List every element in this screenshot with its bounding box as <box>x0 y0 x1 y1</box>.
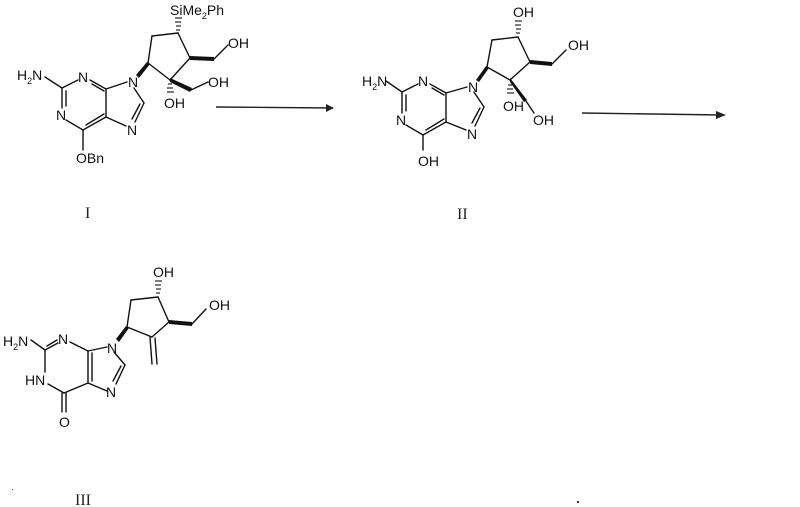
hydroxymethyl-oh-label: OH <box>209 297 230 313</box>
scan-speck <box>577 501 579 503</box>
obn-label: OBn <box>76 150 104 166</box>
amine-label: H2N <box>17 67 42 86</box>
hashed-bond <box>175 17 182 31</box>
quat-hydroxymethyl-oh-label: OH <box>533 112 554 128</box>
quat-hydroxymethyl-oh-label: OH <box>208 74 229 90</box>
quat-oh-label: OH <box>503 98 524 114</box>
amine-label: H2N <box>362 73 387 92</box>
hydroxymethyl-oh-label: OH <box>228 35 249 51</box>
scan-speck <box>12 489 13 490</box>
carbonyl-o-label: O <box>59 414 70 430</box>
n1-label: N <box>78 69 88 85</box>
reaction-arrow-1 <box>215 104 334 112</box>
hashed-bond <box>167 83 174 93</box>
n7-label: N <box>127 122 137 138</box>
hashed-bond <box>507 84 514 94</box>
n3-label: N <box>396 112 406 128</box>
hashed-bond <box>515 20 522 34</box>
hydroxymethyl-oh-label: OH <box>568 37 589 53</box>
compound-III: H2N N HN N N O OH OH III <box>3 264 230 507</box>
reaction-arrow-2 <box>581 111 726 119</box>
n3-label: N <box>56 107 66 123</box>
n9-label: N <box>128 74 138 90</box>
ring-oh-label: OH <box>153 264 174 280</box>
n7-label: N <box>106 384 116 400</box>
amine-label: H2N <box>3 333 28 352</box>
hashed-bond <box>155 280 162 294</box>
n3-label: N <box>58 331 68 347</box>
n9-label: N <box>107 340 117 356</box>
n1-label: N <box>418 73 428 89</box>
n7-label: N <box>467 126 477 142</box>
n1h-label: HN <box>25 372 45 388</box>
ring-oh-label: OH <box>513 4 534 20</box>
c6-oh-label: OH <box>418 153 439 169</box>
silyl-label: SiMe2Ph <box>170 2 224 21</box>
n9-label: N <box>468 79 478 95</box>
compound-label-I: I <box>85 205 90 222</box>
quat-oh-label: OH <box>164 95 185 111</box>
compound-I: H2N N N N N OBn SiMe2Ph OH OH OH I <box>17 2 249 222</box>
compound-II: H2N N N N N OH OH OH OH OH II <box>362 4 589 223</box>
compound-label-II: II <box>457 206 468 223</box>
compound-label-III: III <box>75 492 91 507</box>
